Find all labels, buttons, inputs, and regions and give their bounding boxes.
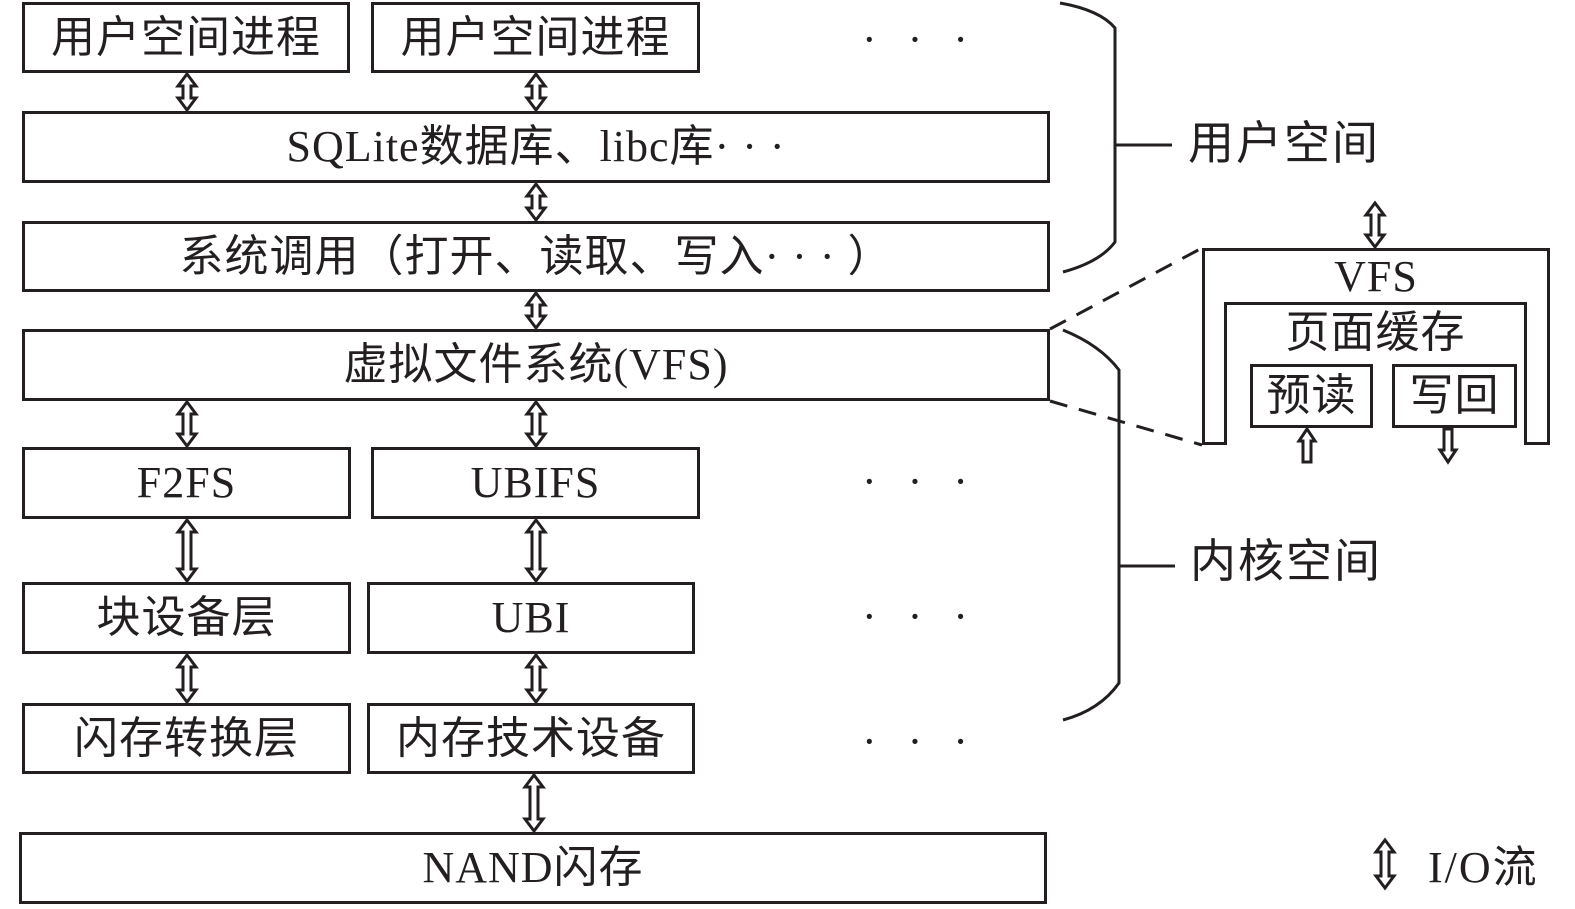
user-process-ellipsis: · · ·	[862, 15, 978, 64]
io-flow-legend-label: I/O流	[1428, 843, 1539, 892]
flash-translation-layer-box: 闪存转换层	[22, 703, 351, 774]
libraries-label: SQLite数据库、libc库· · ·	[286, 122, 786, 171]
io-arrow-vfs-detail-top	[1363, 200, 1387, 250]
ubifs-box: UBIFS	[371, 447, 700, 519]
io-arrow-vfs-ubifs	[524, 399, 548, 449]
block-device-layer-box: 块设备层	[22, 582, 351, 654]
device-ellipsis: · · ·	[862, 717, 978, 766]
user-process-label-2: 用户空间进程	[400, 12, 671, 62]
io-arrow-block-ftl	[175, 652, 199, 705]
libraries-box: SQLite数据库、libc库· · ·	[22, 111, 1050, 183]
ubi-box: UBI	[367, 582, 695, 654]
io-arrow-ubifs-ubi	[524, 517, 548, 584]
f2fs-label: F2FS	[136, 458, 237, 507]
io-arrow-process2-libs	[524, 71, 548, 113]
vfs-box: 虚拟文件系统(VFS)	[22, 329, 1050, 401]
io-arrow-syscalls-vfs	[524, 290, 548, 331]
io-flow-legend-icon	[1373, 837, 1397, 891]
readahead-label: 预读	[1266, 371, 1357, 420]
block-device-layer-label: 块设备层	[96, 593, 277, 642]
io-arrow-f2fs-block	[175, 517, 199, 584]
memory-technology-device-label: 内存技术设备	[396, 713, 666, 763]
user-process-label-1: 用户空间进程	[51, 12, 321, 62]
ubi-label: UBI	[491, 593, 571, 642]
nand-flash-label: NAND闪存	[422, 843, 644, 892]
io-arrow-ubi-mtd	[524, 652, 548, 705]
filesystems-ellipsis: · · ·	[862, 457, 978, 506]
io-arrow-mtd-nand	[522, 772, 546, 834]
middle-ellipsis: · · ·	[862, 592, 978, 641]
syscalls-label: 系统调用（打开、读取、写入· · · ）	[179, 231, 893, 281]
io-arrow-process1-libs	[175, 71, 199, 113]
vfs-label: 虚拟文件系统(VFS)	[343, 340, 729, 389]
readahead-box: 预读	[1250, 364, 1373, 428]
io-arrow-libs-syscalls	[524, 181, 548, 223]
ubifs-label: UBIFS	[470, 458, 601, 507]
user-space-label: 用户空间	[1188, 118, 1380, 169]
nand-flash-box: NAND闪存	[19, 832, 1047, 904]
memory-technology-device-box: 内存技术设备	[367, 703, 695, 774]
user-process-box-1: 用户空间进程	[22, 2, 350, 73]
zoom-dashed-line-top	[1049, 246, 1203, 331]
kernel-space-label: 内核空间	[1190, 536, 1382, 587]
vfs-detail-title: VFS	[1334, 252, 1418, 301]
zoom-dashed-line-bottom	[1049, 399, 1203, 447]
writeback-label: 写回	[1409, 371, 1500, 420]
f2fs-box: F2FS	[22, 447, 351, 519]
writeback-box: 写回	[1392, 364, 1517, 428]
page-cache-label: 页面缓存	[1285, 308, 1466, 357]
user-space-brace	[1059, 1, 1117, 274]
kernel-space-brace	[1062, 328, 1121, 722]
flash-translation-layer-label: 闪存转换层	[74, 713, 299, 763]
user-process-box-2: 用户空间进程	[371, 2, 700, 73]
syscalls-box: 系统调用（打开、读取、写入· · · ）	[22, 221, 1050, 292]
io-arrow-vfs-f2fs	[175, 399, 199, 449]
